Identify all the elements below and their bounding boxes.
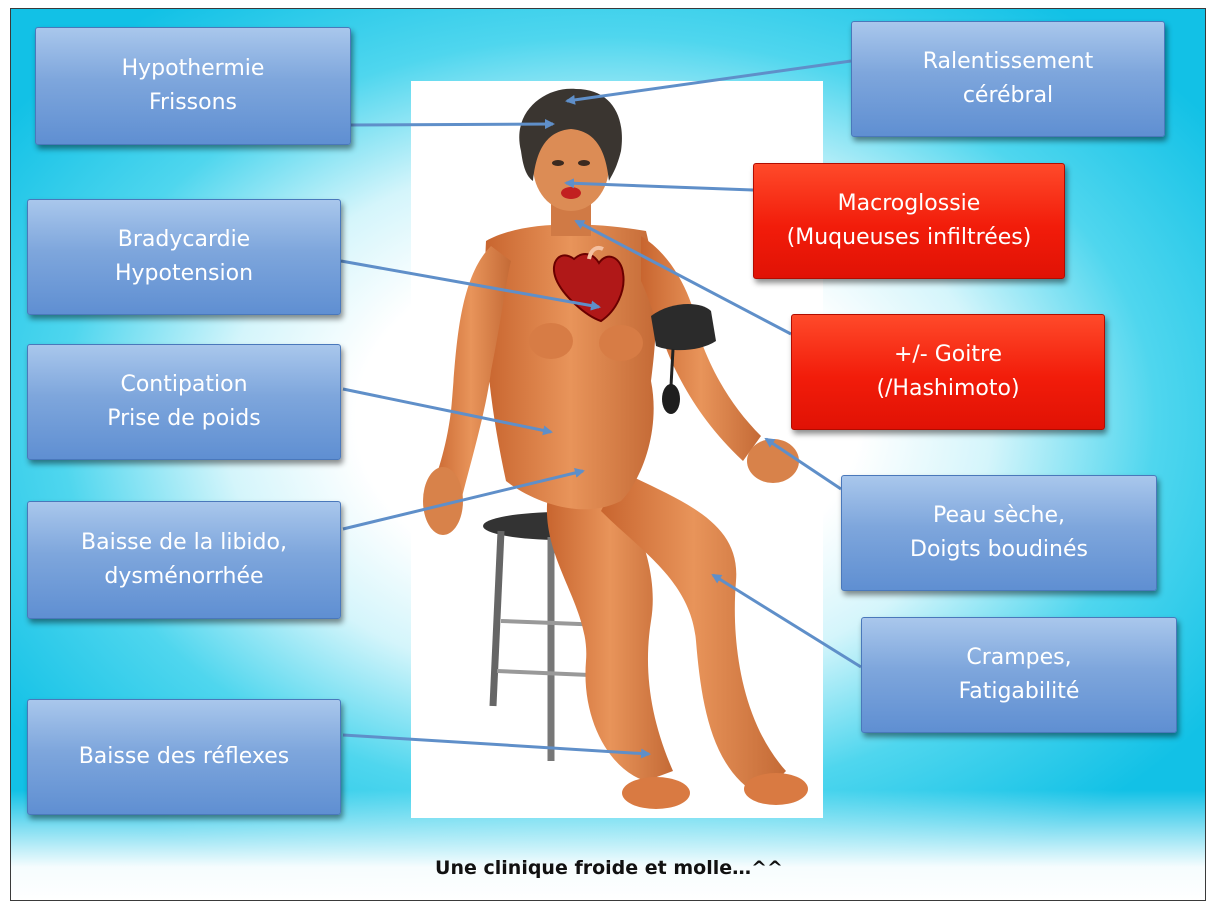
label-line: Macroglossie (838, 187, 981, 221)
left-foot (744, 773, 808, 805)
label-ralentissement: Ralentissement cérébral (851, 21, 1165, 137)
label-contipation: Contipation Prise de poids (27, 344, 341, 460)
label-line: Baisse de la libido, (81, 526, 287, 560)
label-goitre: +/- Goitre (/Hashimoto) (791, 314, 1105, 430)
label-line: (Muqueuses infiltrées) (787, 221, 1032, 255)
label-bradycardie: Bradycardie Hypotension (27, 199, 341, 315)
label-line: Bradycardie (118, 223, 250, 257)
label-line: Doigts boudinés (910, 533, 1088, 567)
label-line: Prise de poids (107, 402, 260, 436)
right-foot (622, 777, 690, 809)
tongue-mouth (561, 187, 581, 199)
label-macroglossie: Macroglossie (Muqueuses infiltrées) (753, 163, 1065, 279)
label-line: Hypothermie (122, 52, 265, 86)
left-hand (747, 439, 799, 483)
eye (552, 160, 564, 166)
label-line: Crampes, (966, 641, 1071, 675)
label-peau: Peau sèche, Doigts boudinés (841, 475, 1157, 591)
label-line: Peau sèche, (933, 499, 1065, 533)
label-line: Ralentissement (923, 45, 1094, 79)
right-hand (423, 467, 463, 535)
label-line: (/Hashimoto) (876, 372, 1019, 406)
label-libido: Baisse de la libido, dysménorrhée (27, 501, 341, 619)
slide-caption: Une clinique froide et molle…^^ (11, 857, 1206, 879)
breast (529, 323, 573, 359)
label-crampes: Crampes, Fatigabilité (861, 617, 1177, 733)
label-reflexes: Baisse des réflexes (27, 699, 341, 815)
slide: Hypothermie Frissons Ralentissement céré… (10, 8, 1206, 901)
label-line: Fatigabilité (959, 675, 1080, 709)
label-line: Baisse des réflexes (79, 740, 290, 774)
label-line: +/- Goitre (894, 338, 1002, 372)
label-line: Hypotension (115, 257, 253, 291)
label-line: Frissons (149, 86, 237, 120)
label-hypothermie: Hypothermie Frissons (35, 27, 351, 145)
breast (599, 325, 643, 361)
label-line: dysménorrhée (104, 560, 263, 594)
label-line: Contipation (120, 368, 247, 402)
label-line: cérébral (963, 79, 1053, 113)
left-arm (641, 236, 761, 461)
eye (578, 160, 590, 166)
